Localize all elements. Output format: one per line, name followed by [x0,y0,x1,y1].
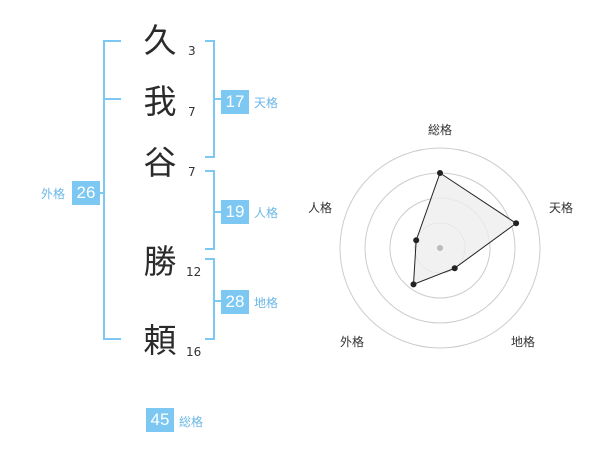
radar-center-dot [437,245,443,251]
strokes-char-3: 7 [188,165,196,179]
gaikaku-connector [97,192,105,194]
radar-point-5 [413,237,420,244]
name-char-1: 久 [143,21,177,60]
soukaku-label: 総格 [179,415,204,429]
strokes-char-4: 12 [186,265,202,279]
soukaku-value: 45 [146,408,174,432]
name-char-5: 頼 [143,321,177,360]
strokes-char-2: 7 [188,105,196,119]
radar-point-4 [410,281,417,288]
gaikaku-label: 外格 [41,187,66,201]
chikaku-value: 28 [221,290,249,314]
radar-point-2 [513,220,520,227]
name-char-3: 谷 [143,143,177,182]
radar-series-polygon [412,172,517,286]
gaikaku-value: 26 [72,181,100,205]
radar-ring-4 [339,147,541,349]
radar-label-chikaku: 地格 [511,335,536,349]
gaikaku-bracket-midtick [103,98,121,100]
strokes-char-5: 16 [186,345,202,359]
tenkaku-connector [213,98,221,100]
jinkaku-connector [213,211,221,213]
strokes-char-1: 3 [188,44,196,58]
radar-label-tenkaku: 天格 [549,201,574,215]
radar-point-3 [451,265,458,272]
name-char-4: 勝 [143,242,177,281]
name-char-2: 我 [143,82,177,121]
tenkaku-label: 天格 [254,96,279,110]
chikaku-connector [213,300,221,302]
radar-label-soukaku: 総格 [428,123,453,137]
jinkaku-label: 人格 [254,206,279,220]
tenkaku-value: 17 [221,90,249,114]
jinkaku-bracket [205,170,215,250]
radar-point-1 [437,170,443,176]
radar-chart [339,147,541,349]
gaikaku-bracket [103,40,121,340]
chikaku-bracket [205,258,215,340]
radar-label-gaikaku: 外格 [340,335,365,349]
radar-label-jinkaku: 人格 [308,201,333,215]
jinkaku-value: 19 [221,200,249,224]
chikaku-label: 地格 [254,296,279,310]
